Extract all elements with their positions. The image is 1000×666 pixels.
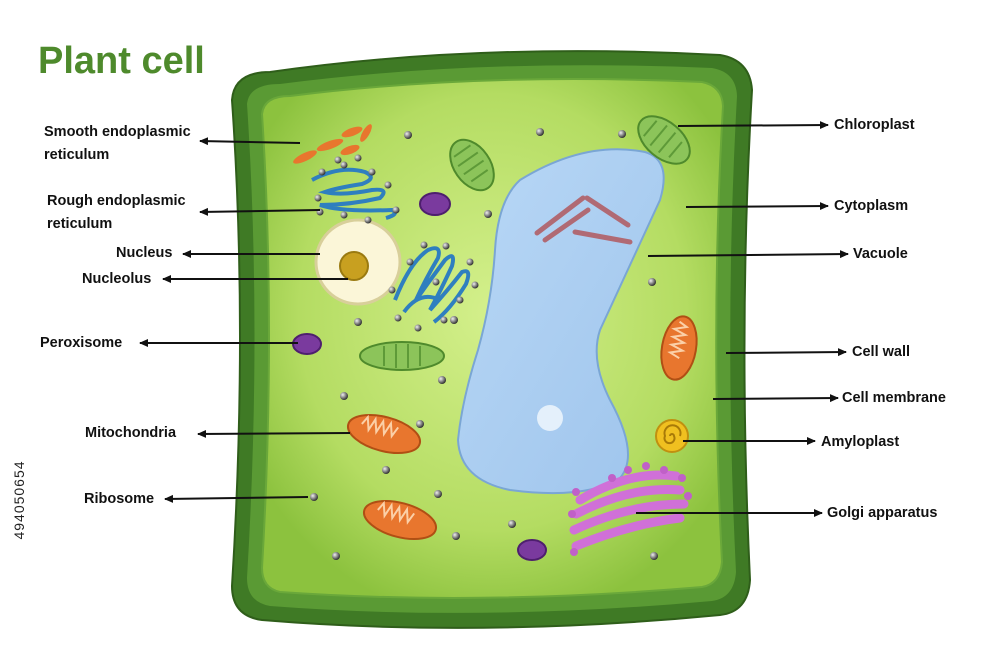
- leader-vacuole: [647, 250, 849, 259]
- mitochondrion-2: [362, 499, 438, 541]
- label-rough-er-line1: Rough endoplasmic: [47, 193, 186, 209]
- leader-chloroplast: [677, 121, 829, 130]
- leader-rough-er: [199, 207, 321, 216]
- leader-cytoplasm: [685, 202, 829, 211]
- ribosomes-on-er: [314, 154, 479, 332]
- mitochondrion-1: [346, 413, 422, 455]
- label-nucleolus: Nucleolus: [82, 271, 152, 287]
- rough-er-upper: [311, 167, 397, 220]
- label-smooth-er-line2: reticulum: [44, 147, 110, 163]
- leader-ribosome: [164, 494, 309, 503]
- nucleolus: [339, 251, 369, 281]
- chloroplast-2: [637, 115, 691, 165]
- stock-id-watermark: 494050654: [4, 420, 34, 580]
- mitochondrion-3: [660, 315, 698, 381]
- vacuole-bubble: [537, 405, 563, 431]
- peroxisome-1: [419, 192, 451, 216]
- vacuole-crystals: [534, 195, 633, 245]
- leader-mitochondria: [197, 429, 351, 438]
- label-cell-membrane: Cell membrane: [842, 390, 946, 406]
- label-rough-er-line2: reticulum: [47, 216, 113, 232]
- label-vacuole: Vacuole: [853, 246, 908, 262]
- label-golgi-apparatus: Golgi apparatus: [827, 505, 938, 521]
- ribosomes-free: [310, 128, 658, 560]
- label-ribosome: Ribosome: [84, 491, 155, 507]
- label-peroxisome: Peroxisome: [40, 335, 123, 351]
- chloroplast-1: [449, 138, 495, 192]
- smooth-er: [293, 124, 372, 164]
- leader-cell-wall: [725, 348, 847, 357]
- rough-er-lower: [393, 246, 471, 324]
- label-chloroplast: Chloroplast: [834, 117, 915, 133]
- label-mitochondria: Mitochondria: [85, 425, 177, 441]
- leader-cell-membrane: [712, 394, 839, 403]
- label-smooth-er-line1: Smooth endoplasmic: [44, 124, 191, 140]
- label-nucleus: Nucleus: [116, 245, 173, 261]
- peroxisome-3: [517, 539, 547, 561]
- label-cell-wall: Cell wall: [852, 344, 911, 360]
- page-title: Plant cell: [38, 40, 205, 82]
- golgi-apparatus: [568, 462, 692, 556]
- leader-lines: [139, 121, 849, 517]
- label-cytoplasm: Cytoplasm: [834, 198, 909, 214]
- chloroplast-3: [359, 341, 445, 371]
- leader-smooth-er: [199, 137, 301, 146]
- amyloplast: [655, 419, 689, 453]
- label-amyloplast: Amyloplast: [821, 434, 900, 450]
- stock-id-text: 494050654: [11, 460, 27, 540]
